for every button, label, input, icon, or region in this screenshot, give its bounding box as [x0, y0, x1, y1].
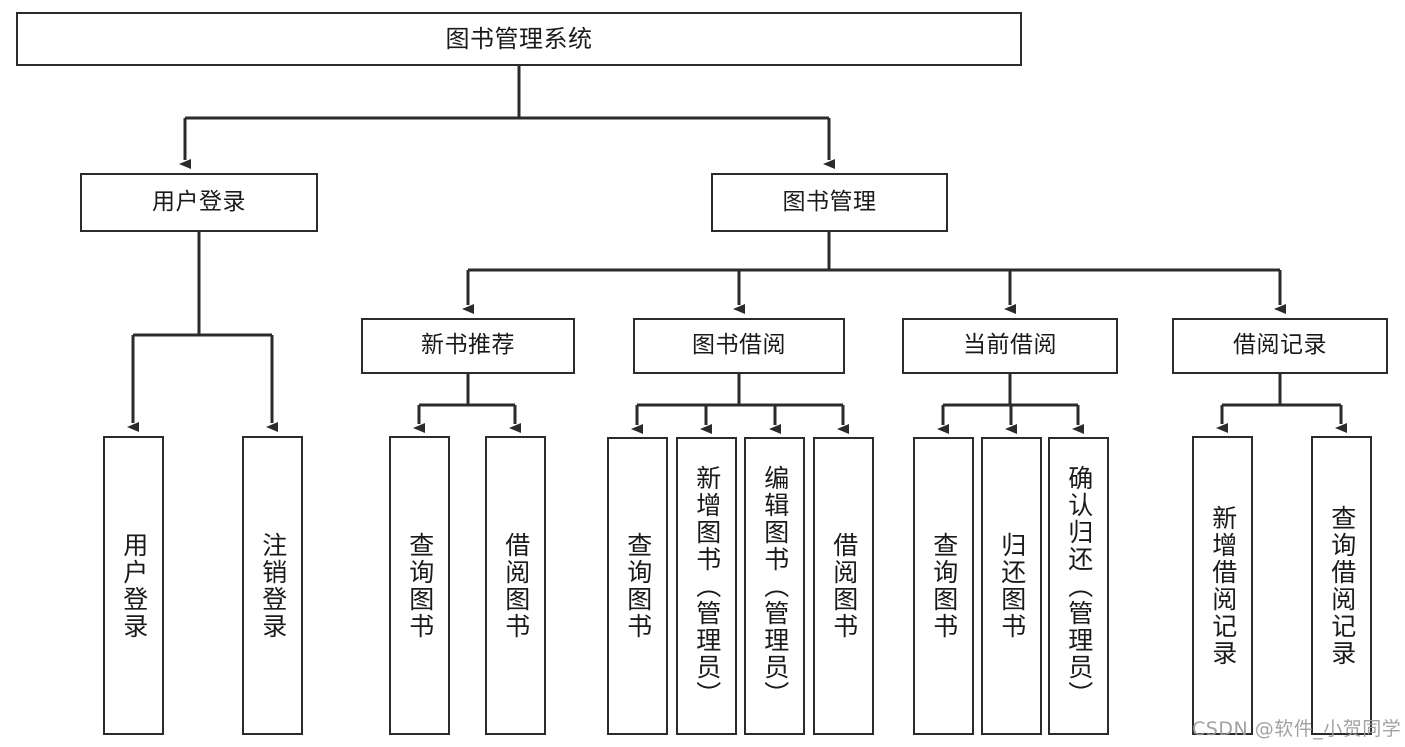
node-leaf-logout[interactable]: 注销登录	[242, 436, 303, 735]
node-borrow-record-label: 借阅记录	[1233, 332, 1327, 359]
node-new-book-recommend-label: 新书推荐	[421, 332, 515, 359]
node-leaf-query-book-recommend[interactable]: 查询图书	[389, 436, 450, 735]
node-book-management-label: 图书管理	[782, 188, 877, 215]
node-root-label: 图书管理系统	[445, 24, 593, 53]
node-leaf-return-book-label: 归还图书	[997, 532, 1027, 640]
node-leaf-edit-book-admin-label: 编辑图书（管理员）	[760, 464, 790, 708]
node-leaf-user-login[interactable]: 用户登录	[103, 436, 164, 735]
node-user-login-label: 用户登录	[152, 188, 246, 215]
node-book-borrow[interactable]: 图书借阅	[633, 318, 845, 374]
node-new-book-recommend[interactable]: 新书推荐	[361, 318, 575, 374]
node-leaf-return-book[interactable]: 归还图书	[981, 437, 1042, 735]
node-leaf-confirm-return-admin-label: 确认归还（管理员）	[1064, 464, 1094, 708]
node-leaf-add-borrow-record[interactable]: 新增借阅记录	[1192, 436, 1253, 735]
node-leaf-borrow-book[interactable]: 借阅图书	[813, 437, 874, 735]
node-leaf-add-book-admin[interactable]: 新增图书（管理员）	[676, 437, 737, 735]
node-leaf-query-book-current-label: 查询图书	[929, 532, 959, 640]
node-leaf-query-book-current[interactable]: 查询图书	[913, 437, 974, 735]
node-leaf-add-book-admin-label: 新增图书（管理员）	[692, 464, 722, 708]
node-current-borrow[interactable]: 当前借阅	[902, 318, 1118, 374]
node-leaf-add-borrow-record-label: 新增借阅记录	[1208, 504, 1238, 667]
node-leaf-confirm-return-admin[interactable]: 确认归还（管理员）	[1048, 437, 1109, 735]
node-leaf-user-login-label: 用户登录	[119, 531, 149, 640]
node-leaf-borrow-book-recommend[interactable]: 借阅图书	[485, 436, 546, 735]
node-book-management[interactable]: 图书管理	[711, 173, 948, 232]
node-leaf-borrow-book-label: 借阅图书	[829, 532, 859, 640]
node-root[interactable]: 图书管理系统	[16, 12, 1022, 66]
csdn-watermark: CSDN @软件_小贺同学	[1192, 718, 1402, 740]
node-leaf-edit-book-admin[interactable]: 编辑图书（管理员）	[744, 437, 805, 735]
node-leaf-query-borrow-record[interactable]: 查询借阅记录	[1311, 436, 1372, 735]
node-leaf-logout-label: 注销登录	[258, 531, 288, 640]
node-current-borrow-label: 当前借阅	[963, 332, 1057, 359]
node-leaf-query-book-borrow-label: 查询图书	[623, 532, 653, 640]
node-borrow-record[interactable]: 借阅记录	[1172, 318, 1388, 374]
node-leaf-borrow-book-recommend-label: 借阅图书	[501, 531, 531, 640]
node-leaf-query-book-recommend-label: 查询图书	[405, 531, 435, 640]
node-leaf-query-book-borrow[interactable]: 查询图书	[607, 437, 668, 735]
node-book-borrow-label: 图书借阅	[692, 332, 786, 359]
node-leaf-query-borrow-record-label: 查询借阅记录	[1327, 504, 1357, 667]
node-user-login[interactable]: 用户登录	[80, 173, 318, 232]
